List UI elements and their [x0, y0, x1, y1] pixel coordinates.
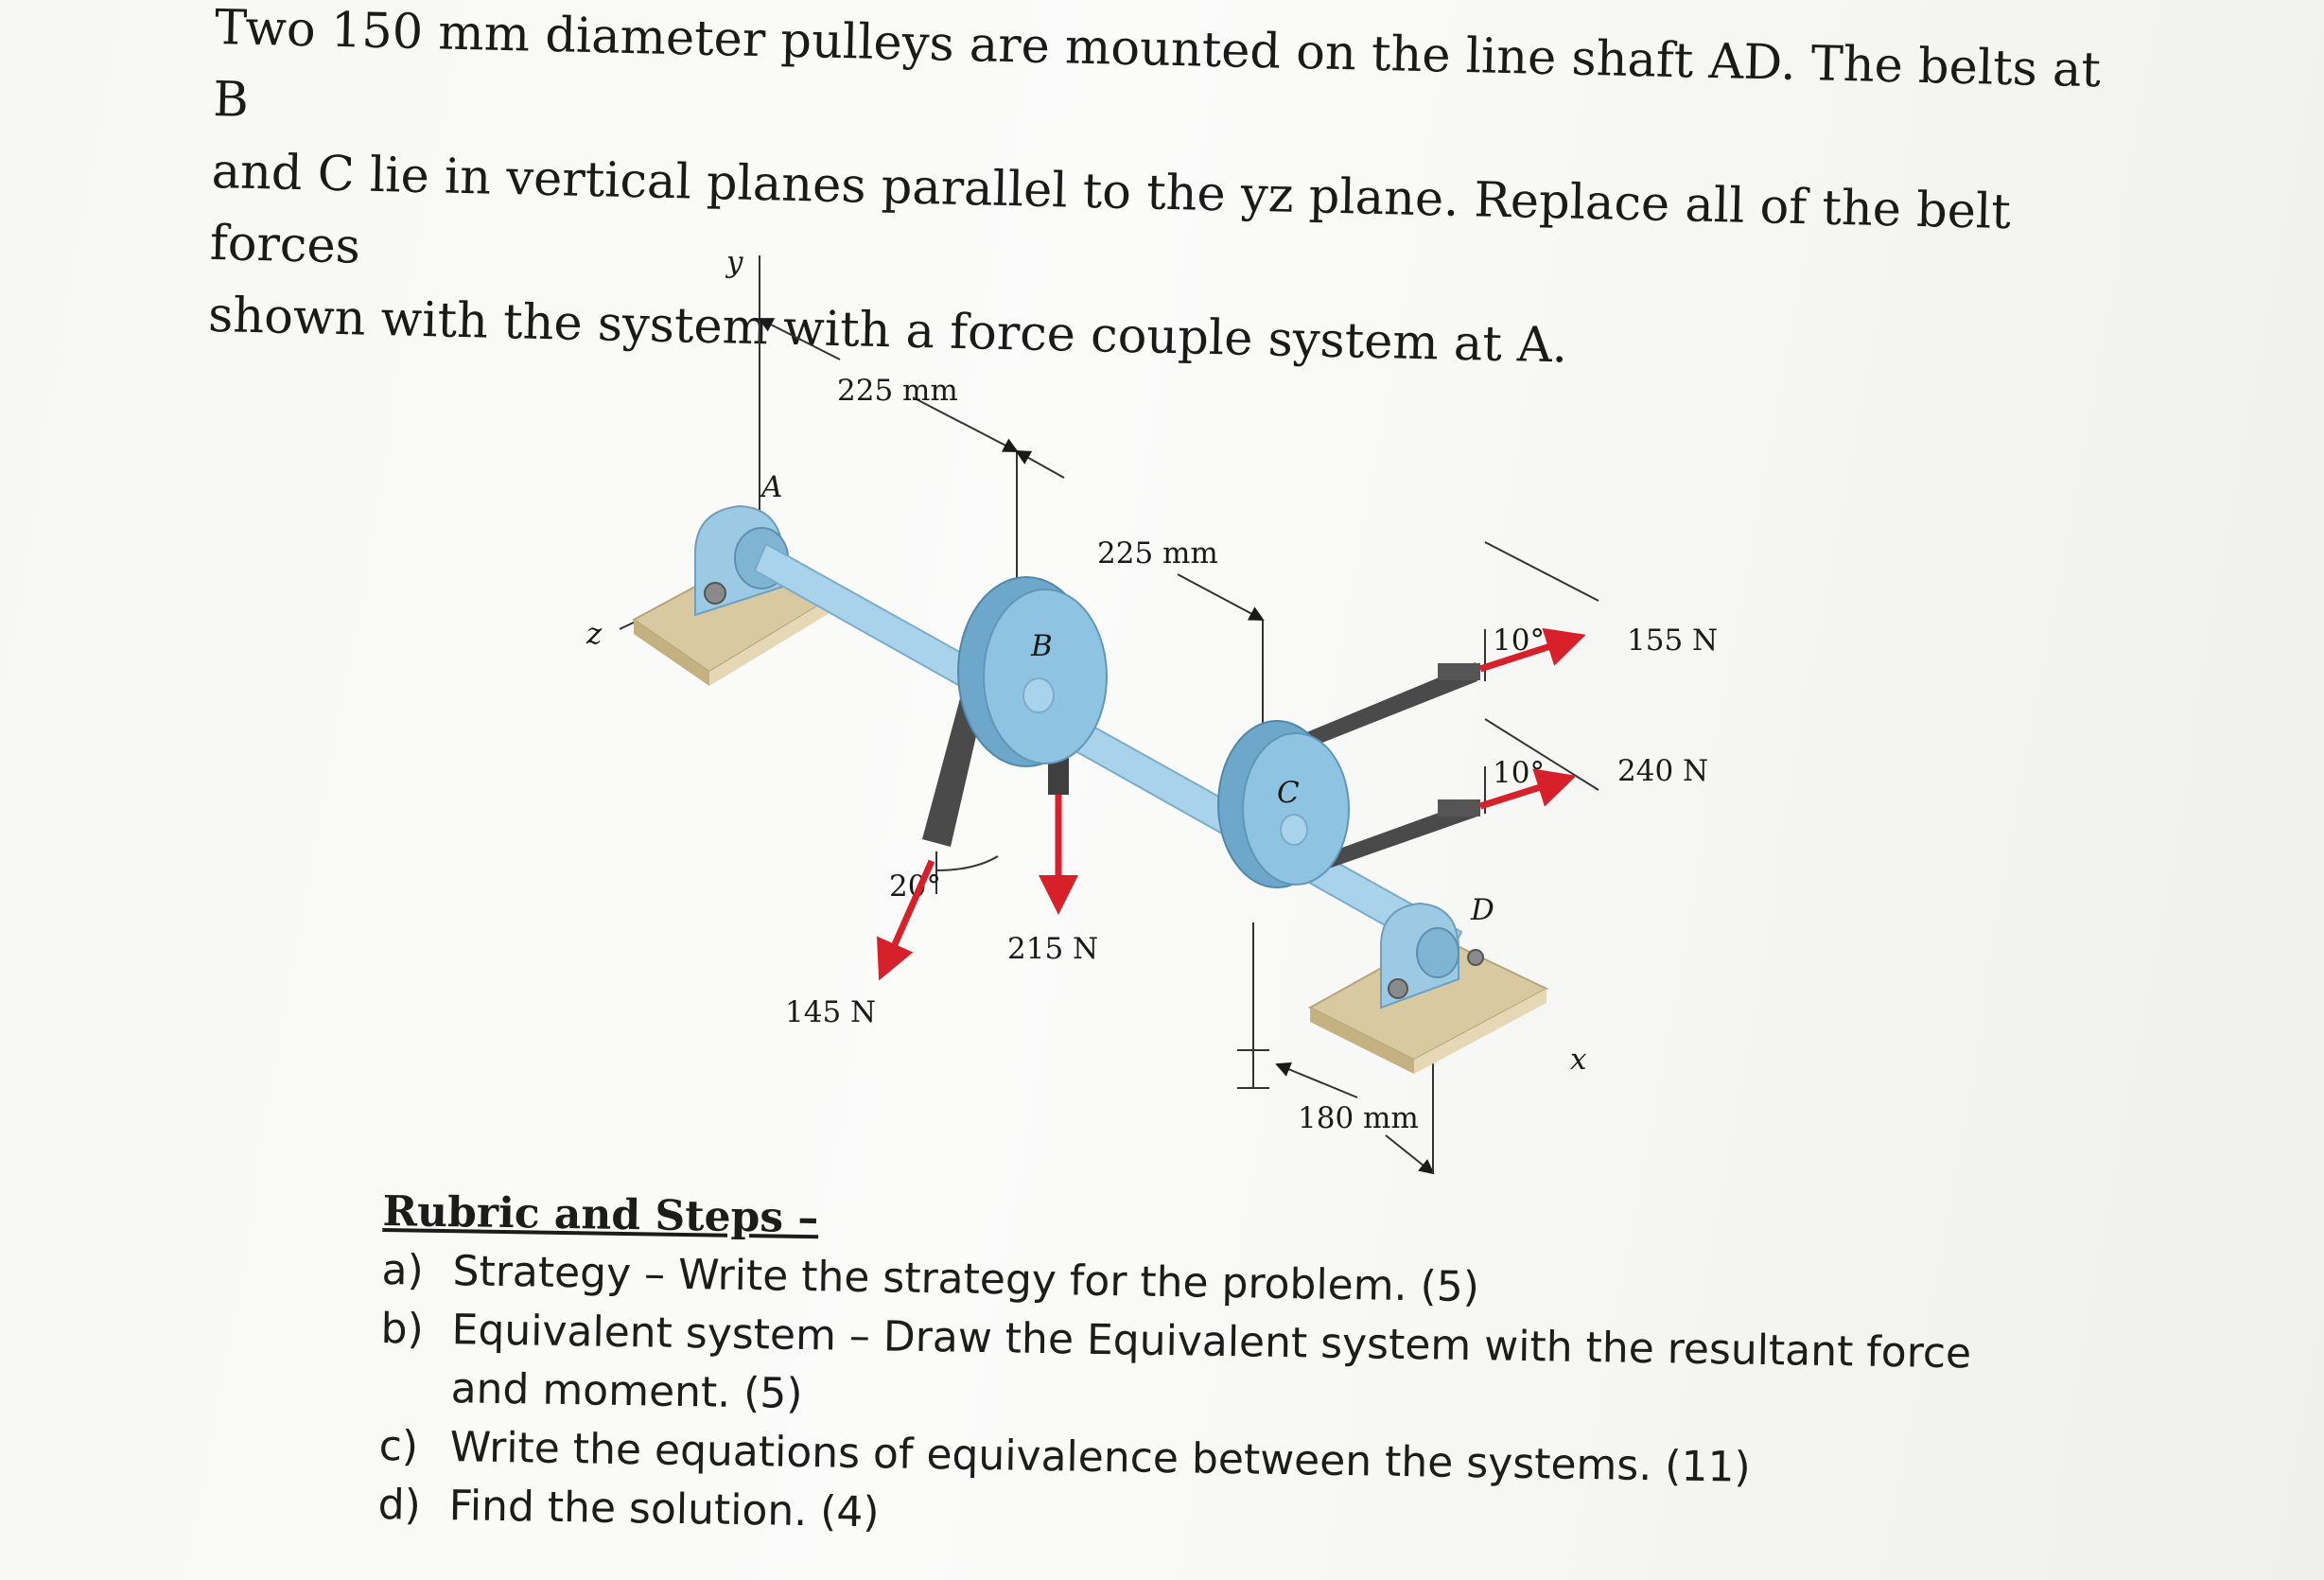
- x-axis-far: [1484, 718, 1599, 791]
- dimension-bc: 225 mm: [1097, 536, 1218, 571]
- dimension-ab: 225 mm: [837, 374, 958, 408]
- point-b-label: B: [1030, 629, 1053, 663]
- shaft-pulley-figure: y z x 225 mm 225 mm 180 mm: [585, 245, 1718, 1175]
- force-155-label: 155 N: [1627, 623, 1718, 658]
- bearing-a: [694, 504, 789, 617]
- point-a-label: A: [759, 470, 782, 504]
- step-marker: c): [378, 1421, 419, 1471]
- force-145-label: 145 N: [785, 995, 876, 1029]
- step-marker: a): [381, 1245, 425, 1295]
- bearing-d: [1380, 902, 1484, 1009]
- angle-marks: [935, 629, 1486, 894]
- force-240-arrow: [1478, 768, 1577, 810]
- y-axis-label: y: [725, 245, 743, 279]
- force-240-label: 240 N: [1617, 754, 1708, 788]
- pulley-b: [957, 576, 1108, 767]
- x-axis-label: x: [1570, 1043, 1587, 1077]
- force-215-label: 215 N: [1007, 932, 1098, 966]
- dimension-cd: 180 mm: [1298, 1101, 1419, 1135]
- force-arrows: [876, 627, 1586, 981]
- line-shaft: [753, 542, 1463, 962]
- force-155-arrow: [1478, 627, 1586, 673]
- force-145-arrow: [876, 859, 935, 981]
- rubric-section: Rubric and Steps – a) Strategy – Write t…: [377, 1187, 1991, 1560]
- x-axis: [1484, 541, 1599, 602]
- rubric-steps: a) Strategy – Write the strategy for the…: [377, 1241, 1990, 1560]
- belt-c: [1282, 662, 1480, 875]
- point-c-label: C: [1277, 776, 1300, 810]
- i-beam-icon: [1237, 1049, 1269, 1089]
- dimension-lines: [758, 318, 1435, 1175]
- point-d-label: D: [1470, 893, 1494, 927]
- z-axis-label: z: [585, 617, 603, 651]
- step-marker: b): [380, 1304, 425, 1354]
- step-marker: d): [377, 1480, 422, 1530]
- pulley-c: [1217, 720, 1350, 888]
